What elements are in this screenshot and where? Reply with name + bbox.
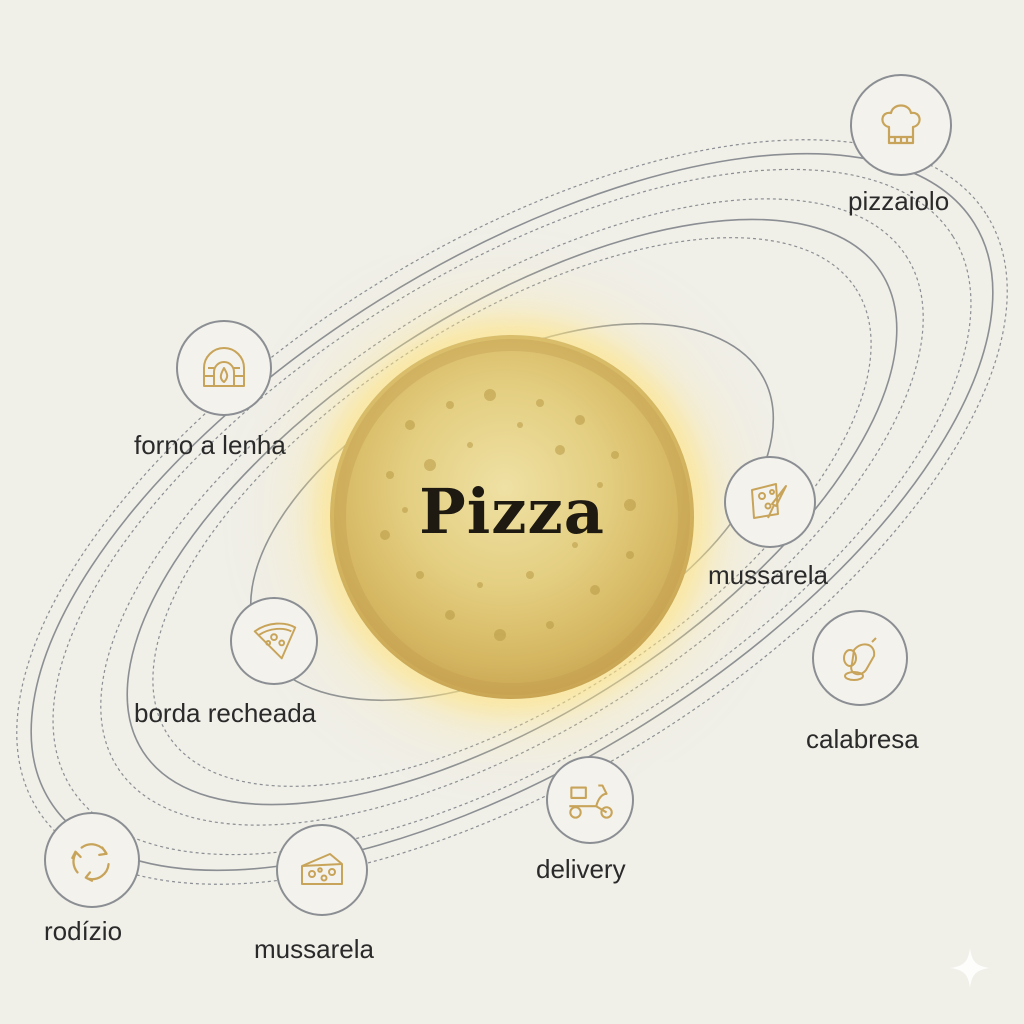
label-mussarela-inner: mussarela <box>708 560 828 590</box>
orbit-dashed-3 <box>100 198 924 826</box>
label-pizzaiolo: pizzaiolo <box>848 186 950 216</box>
chef-hat-icon <box>881 104 921 145</box>
node-mussarela-outer[interactable] <box>276 824 368 916</box>
label-calabresa: calabresa <box>806 724 919 754</box>
pizza-center: Pizza <box>330 335 694 699</box>
orbit-dashed-2 <box>52 168 972 856</box>
label-borda-recheada: borda recheada <box>134 698 317 728</box>
orbit-solid-outer <box>30 152 994 872</box>
node-delivery[interactable] <box>546 756 634 844</box>
sparkle-icon <box>950 948 990 988</box>
label-forno-a-lenha: forno a lenha <box>134 430 286 460</box>
wood-oven-icon <box>203 347 245 387</box>
cheese-block-icon <box>301 853 343 885</box>
cheese-knife-icon <box>751 483 787 519</box>
node-pizzaiolo[interactable] <box>850 74 952 176</box>
orbit-dashed-4 <box>152 237 872 787</box>
label-mussarela-outer: mussarela <box>254 934 374 964</box>
node-calabresa[interactable] <box>812 610 908 706</box>
recycle-arrows-icon <box>71 843 110 882</box>
scooter-icon <box>569 784 613 819</box>
label-rodizio: rodízio <box>44 916 123 946</box>
orbit-solid-middle <box>126 218 898 806</box>
node-borda-recheada[interactable] <box>230 597 318 685</box>
sausage-icon <box>843 637 877 681</box>
node-rodizio[interactable] <box>44 812 140 908</box>
label-delivery: delivery <box>536 854 626 884</box>
pizza-texture <box>334 339 690 695</box>
pizza-slice-icon <box>253 622 297 660</box>
pizza-title: Pizza <box>419 475 605 548</box>
node-forno-a-lenha[interactable] <box>176 320 272 416</box>
node-mussarela-inner[interactable] <box>724 456 816 548</box>
